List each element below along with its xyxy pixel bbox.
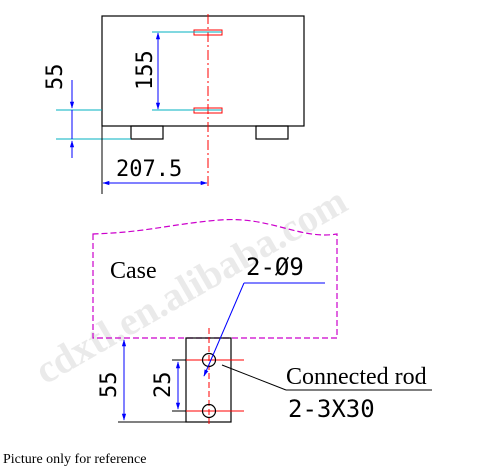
- bottom-dim-55-label: 55: [97, 372, 122, 399]
- dim-155-label: 155: [133, 50, 158, 90]
- top-body-outline: [101, 15, 305, 127]
- hole-lower: [201, 403, 217, 419]
- bottom-view: Case 2-Ø9 Connected rod 2-3X30 55 25: [92, 218, 432, 426]
- top-right-foot: [255, 125, 289, 140]
- dim-25-label: 25: [151, 372, 176, 399]
- top-left-foot: [130, 125, 164, 140]
- top-view: 155 55 207.5: [43, 14, 305, 194]
- dim-207-label: 207.5: [116, 157, 182, 182]
- case-outline: [92, 218, 338, 339]
- hole-upper: [201, 352, 217, 368]
- case-label: Case: [110, 258, 157, 284]
- rod-label: Connected rod: [286, 364, 427, 390]
- rod-spec-label: 2-3X30: [288, 395, 375, 423]
- top-dim-55-label: 55: [43, 64, 68, 91]
- watermark: cdxtl.en.alibaba.com: [27, 178, 355, 393]
- hole-spec-label: 2-Ø9: [246, 253, 304, 281]
- caption: Picture only for reference: [3, 452, 147, 467]
